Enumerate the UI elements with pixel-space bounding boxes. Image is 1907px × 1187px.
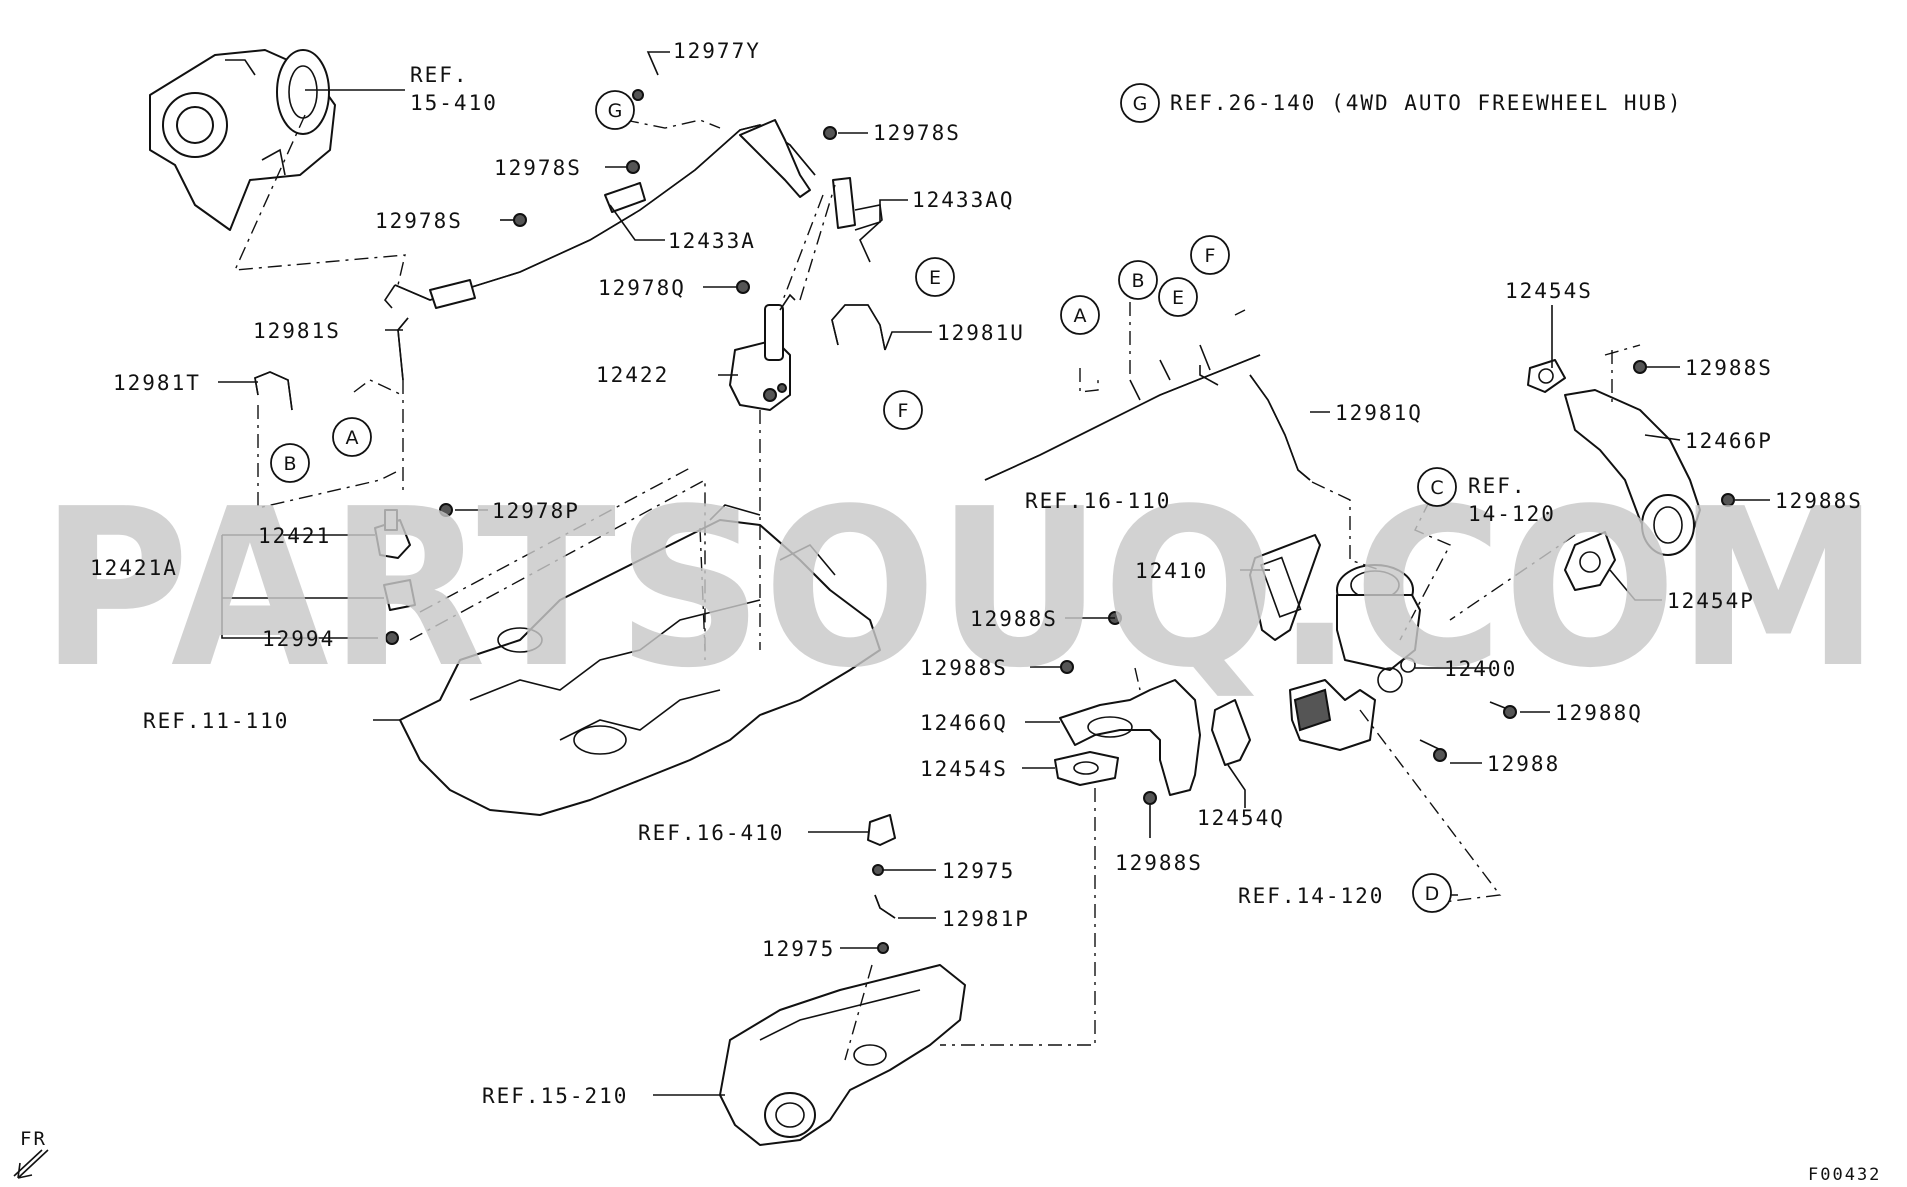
part-12988S-center1-label[interactable]: 12988S <box>970 607 1058 631</box>
connector-C: C <box>1430 477 1443 499</box>
direction-label: FR <box>20 1128 47 1150</box>
vacuum-pipe-12433A-drawing <box>383 119 816 309</box>
connector-G-note: G <box>1133 93 1148 115</box>
gasket-12410-drawing <box>1249 534 1321 641</box>
ref-16-410-label[interactable]: REF.16-410 <box>638 821 784 845</box>
part-12433A-label[interactable]: 12433A <box>668 229 756 253</box>
part-12981T-label[interactable]: 12981T <box>113 371 201 395</box>
part-12978Q-label[interactable]: 12978Q <box>598 276 686 300</box>
note-ref-26-140[interactable]: REF.26-140 (4WD AUTO FREEWHEEL HUB) <box>1170 91 1683 115</box>
part-12994-label[interactable]: 12994 <box>262 627 335 651</box>
part-12978S-top-label[interactable]: 12978S <box>873 121 961 145</box>
harness-16-110-drawing <box>984 344 1261 481</box>
ref-14-120-label-line1[interactable]: REF. <box>1468 474 1527 498</box>
connector-E-top: E <box>929 267 941 289</box>
ref-15-210-label[interactable]: REF.15-210 <box>482 1084 628 1108</box>
connector-B-left: B <box>283 453 296 475</box>
connector-B-right: B <box>1131 270 1144 292</box>
ref-15-410-label-line2[interactable]: 15-410 <box>410 91 498 115</box>
part-12421-label[interactable]: 12421 <box>258 524 331 548</box>
part-12988S-center2-label[interactable]: 12988S <box>920 656 1008 680</box>
ref-11-110-label[interactable]: REF.11-110 <box>143 709 289 733</box>
hose-12981T-drawing <box>254 371 293 411</box>
part-12466Q-label[interactable]: 12466Q <box>920 711 1008 735</box>
part-labels: REF. 15-410 12977Y 12978S 12978S 12978S … <box>90 39 1863 1108</box>
connector-A-right: A <box>1074 305 1087 327</box>
part-12421A-label[interactable]: 12421A <box>90 556 178 580</box>
part-12978S-left-label[interactable]: 12978S <box>375 209 463 233</box>
part-12410-label[interactable]: 12410 <box>1135 559 1208 583</box>
part-12988-label[interactable]: 12988 <box>1487 752 1560 776</box>
part-12422-label[interactable]: 12422 <box>596 363 669 387</box>
connector-circles: G REF.26-140 (4WD AUTO FREEWHEEL HUB) G … <box>270 83 1683 913</box>
part-12454Q-label[interactable]: 12454Q <box>1197 806 1285 830</box>
part-12454P-label[interactable]: 12454P <box>1667 589 1755 613</box>
connector-A-left: A <box>346 427 359 449</box>
part-12977Y-label[interactable]: 12977Y <box>673 39 761 63</box>
part-12981Q-label[interactable]: 12981Q <box>1335 401 1423 425</box>
part-12981P-label[interactable]: 12981P <box>942 907 1030 931</box>
watermark-text: PARTSOUQ.COM <box>40 463 1880 716</box>
part-12981S-label[interactable]: 12981S <box>253 319 341 343</box>
part-12466P-label[interactable]: 12466P <box>1685 429 1773 453</box>
turbocharger-drawing <box>149 49 336 231</box>
part-12988S-center3-label[interactable]: 12988S <box>1115 851 1203 875</box>
part-12988Q-label[interactable]: 12988Q <box>1555 701 1643 725</box>
solenoid-12421-drawing <box>374 509 416 645</box>
part-12454S-top-label[interactable]: 12454S <box>1505 279 1593 303</box>
part-12975-a-label[interactable]: 12975 <box>942 859 1015 883</box>
part-12978P-label[interactable]: 12978P <box>492 499 580 523</box>
connector-D: D <box>1425 883 1440 905</box>
part-12988S-right1-label[interactable]: 12988S <box>1685 356 1773 380</box>
figure-code: F00432 <box>1808 1165 1881 1185</box>
hose-12433AQ-drawing <box>832 177 883 263</box>
intake-manifold-drawing <box>719 964 966 1146</box>
ref-16-110-label[interactable]: REF.16-110 <box>1025 489 1171 513</box>
egr-pipe-12466P-drawing <box>1527 359 1701 591</box>
egr-valve-12400-drawing <box>1289 564 1421 751</box>
connector-E-right: E <box>1172 287 1184 309</box>
elbow-pipe-12466Q-drawing <box>1054 679 1251 796</box>
connector-F-right: F <box>1205 245 1216 267</box>
part-12978S-mid-label[interactable]: 12978S <box>494 156 582 180</box>
ref-15-410-label-line1[interactable]: REF. <box>410 63 469 87</box>
solenoid-valve-12422-drawing <box>729 293 796 411</box>
ref-14-120-label-line2[interactable]: 14-120 <box>1468 502 1556 526</box>
part-12975-b-label[interactable]: 12975 <box>762 937 835 961</box>
direction-indicator: FR <box>13 1128 49 1179</box>
part-12981U-label[interactable]: 12981U <box>937 321 1025 345</box>
part-12433AQ-label[interactable]: 12433AQ <box>912 188 1015 212</box>
phantom-lines <box>233 114 1641 1061</box>
part-12400-label[interactable]: 12400 <box>1444 657 1517 681</box>
connector-G-top: G <box>608 100 623 122</box>
part-12988S-right2-label[interactable]: 12988S <box>1775 489 1863 513</box>
connector-F-mid: F <box>898 400 909 422</box>
ref-14-120-d-label[interactable]: REF.14-120 <box>1238 884 1384 908</box>
part-12454S-center-label[interactable]: 12454S <box>920 757 1008 781</box>
pressure-sensor-drawing <box>867 814 896 954</box>
